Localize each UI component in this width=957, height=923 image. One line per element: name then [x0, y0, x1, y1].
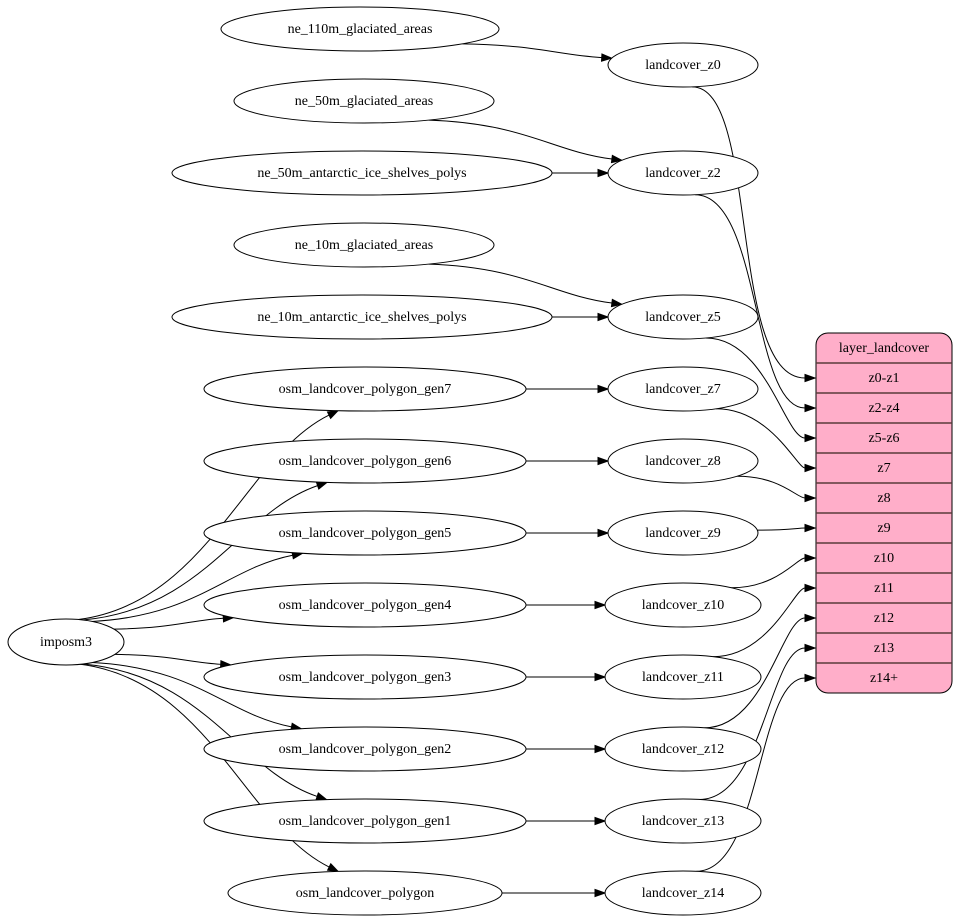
edge-imposm3-to-osm_landcover_polygon_gen3 [114, 653, 233, 669]
edge-osm_landcover_polygon_gen4-to-landcover_z10 [526, 600, 607, 610]
node-osm_landcover_polygon_gen6[interactable]: osm_landcover_polygon_gen6 [203, 438, 527, 484]
node-label: osm_landcover_polygon_gen3 [279, 670, 452, 685]
edge-ne_50m_antarctic_ice_shelves_polys-to-landcover_z2 [552, 168, 610, 178]
edge-ne_110m_glaciated_areas-to-landcover_z0 [462, 43, 614, 62]
node-label: landcover_z0 [645, 58, 720, 73]
edge-osm_landcover_polygon_gen5-to-landcover_z9 [526, 528, 610, 538]
record-row-z0-z1[interactable]: z0-z1 [816, 363, 952, 393]
node-osm_landcover_polygon_gen7[interactable]: osm_landcover_polygon_gen7 [203, 366, 527, 412]
node-label: osm_landcover_polygon_gen1 [279, 814, 452, 829]
node-label: landcover_z8 [645, 454, 720, 469]
record-row-label: z5-z6 [868, 431, 899, 446]
node-landcover_z0[interactable]: landcover_z0 [607, 42, 759, 88]
edge-osm_landcover_polygon_gen1-to-landcover_z13 [526, 816, 607, 826]
node-landcover_z7[interactable]: landcover_z7 [607, 366, 759, 412]
edge-landcover_z13-to-z13 [699, 643, 817, 800]
node-label: landcover_z13 [642, 814, 724, 829]
edge-osm_landcover_polygon_gen3-to-landcover_z11 [526, 672, 607, 682]
record-header-label: layer_landcover [839, 341, 930, 356]
node-label: ne_10m_antarctic_ice_shelves_polys [257, 310, 466, 325]
node-osm_landcover_polygon_gen1[interactable]: osm_landcover_polygon_gen1 [203, 798, 527, 844]
record-row-z10[interactable]: z10 [816, 543, 952, 573]
node-label: imposm3 [40, 635, 92, 650]
node-landcover_z2[interactable]: landcover_z2 [607, 150, 759, 196]
node-label: landcover_z10 [642, 598, 724, 613]
edge-landcover_z0-to-z0-z1 [692, 86, 817, 383]
edge-landcover_z14-to-z14+ [696, 673, 817, 872]
record-row-label: z0-z1 [868, 371, 899, 386]
record-row-z5-z6[interactable]: z5-z6 [816, 423, 952, 453]
node-label: landcover_z12 [642, 742, 724, 757]
node-osm_landcover_polygon[interactable]: osm_landcover_polygon [227, 870, 503, 916]
node-label: landcover_z5 [645, 310, 720, 325]
node-label: osm_landcover_polygon_gen5 [279, 526, 452, 541]
node-label: landcover_z2 [645, 166, 720, 181]
record-row-label: z14+ [870, 671, 898, 686]
node-label: landcover_z9 [645, 526, 720, 541]
record-row-z13[interactable]: z13 [816, 633, 952, 663]
edge-osm_landcover_polygon_gen6-to-landcover_z8 [526, 456, 610, 466]
node-ne_10m_glaciated_areas[interactable]: ne_10m_glaciated_areas [233, 222, 495, 268]
record-row-z12[interactable]: z12 [816, 603, 952, 633]
node-label: ne_50m_glaciated_areas [295, 94, 433, 109]
record-row-label: z8 [877, 491, 890, 506]
edge-landcover_z2-to-z2-z4 [695, 194, 817, 413]
edge-landcover_z11-to-z11 [713, 583, 817, 658]
edge-ne_10m_antarctic_ice_shelves_polys-to-landcover_z5 [552, 312, 610, 322]
record-row-z7[interactable]: z7 [816, 453, 952, 483]
node-landcover_z13[interactable]: landcover_z13 [604, 798, 762, 844]
edge-landcover_z9-to-z9 [757, 523, 817, 533]
node-landcover_z5[interactable]: landcover_z5 [607, 294, 759, 340]
node-label: ne_10m_glaciated_areas [295, 238, 433, 253]
record-row-label: z7 [877, 461, 890, 476]
node-label: ne_50m_antarctic_ice_shelves_polys [257, 166, 466, 181]
edge-osm_landcover_polygon-to-landcover_z14 [501, 888, 607, 898]
record-row-label: z12 [874, 611, 894, 626]
node-imposm3[interactable]: imposm3 [7, 618, 125, 666]
node-label: osm_landcover_polygon_gen6 [279, 454, 452, 469]
edge-landcover_z5-to-z5-z6 [705, 337, 817, 443]
node-ne_110m_glaciated_areas[interactable]: ne_110m_glaciated_areas [220, 6, 500, 52]
node-osm_landcover_polygon_gen2[interactable]: osm_landcover_polygon_gen2 [203, 726, 527, 772]
record-row-z11[interactable]: z11 [816, 573, 952, 603]
record-row-label: z10 [874, 551, 894, 566]
edge-landcover_z10-to-z10 [731, 553, 817, 589]
node-label: osm_landcover_polygon_gen7 [279, 382, 452, 397]
record-row-z2-z4[interactable]: z2-z4 [816, 393, 952, 423]
node-landcover_z8[interactable]: landcover_z8 [607, 438, 759, 484]
node-label: ne_110m_glaciated_areas [288, 22, 433, 37]
record-row-label: z13 [874, 641, 894, 656]
node-label: osm_landcover_polygon [296, 886, 434, 901]
node-landcover_z14[interactable]: landcover_z14 [604, 870, 762, 916]
record-row-label: z11 [874, 581, 894, 596]
edge-osm_landcover_polygon_gen2-to-landcover_z12 [525, 744, 607, 754]
record-node-layer-landcover[interactable]: layer_landcover z0-z1 z2-z4 z5-z6 z7 z8 z9 z10 z… [815, 332, 953, 694]
node-label: landcover_z11 [642, 670, 724, 685]
node-osm_landcover_polygon_gen5[interactable]: osm_landcover_polygon_gen5 [203, 510, 527, 556]
node-landcover_z12[interactable]: landcover_z12 [604, 726, 762, 772]
node-ne_50m_antarctic_ice_shelves_polys[interactable]: ne_50m_antarctic_ice_shelves_polys [171, 150, 553, 196]
edge-imposm3-to-osm_landcover_polygon_gen6 [82, 481, 329, 621]
node-label: landcover_z14 [642, 886, 724, 901]
record-row-label: z2-z4 [868, 401, 899, 416]
node-ne_10m_antarctic_ice_shelves_polys[interactable]: ne_10m_antarctic_ice_shelves_polys [171, 294, 553, 340]
node-label: osm_landcover_polygon_gen2 [279, 742, 452, 757]
node-label: osm_landcover_polygon_gen4 [279, 598, 452, 613]
node-landcover_z9[interactable]: landcover_z9 [607, 510, 759, 556]
node-landcover_z10[interactable]: landcover_z10 [604, 582, 762, 628]
record-row-z9[interactable]: z9 [816, 513, 952, 543]
node-ne_50m_glaciated_areas[interactable]: ne_50m_glaciated_areas [233, 78, 495, 124]
record-row-z14+[interactable]: z14+ [816, 663, 952, 693]
node-osm_landcover_polygon_gen3[interactable]: osm_landcover_polygon_gen3 [203, 654, 527, 700]
edge-osm_landcover_polygon_gen7-to-landcover_z7 [526, 384, 610, 394]
edge-landcover_z7-to-z7 [716, 408, 817, 473]
record-row-z8[interactable]: z8 [816, 483, 952, 513]
node-landcover_z11[interactable]: landcover_z11 [604, 654, 762, 700]
edge-landcover_z8-to-z8 [737, 475, 817, 503]
node-label: landcover_z7 [645, 382, 720, 397]
edge-landcover_z12-to-z12 [704, 613, 817, 729]
nodes-layer: imposm3 ne_110m_glaciated_areas ne_50m_gla… [7, 6, 953, 916]
record-row-label: z9 [877, 521, 890, 536]
node-osm_landcover_polygon_gen4[interactable]: osm_landcover_polygon_gen4 [203, 582, 527, 628]
